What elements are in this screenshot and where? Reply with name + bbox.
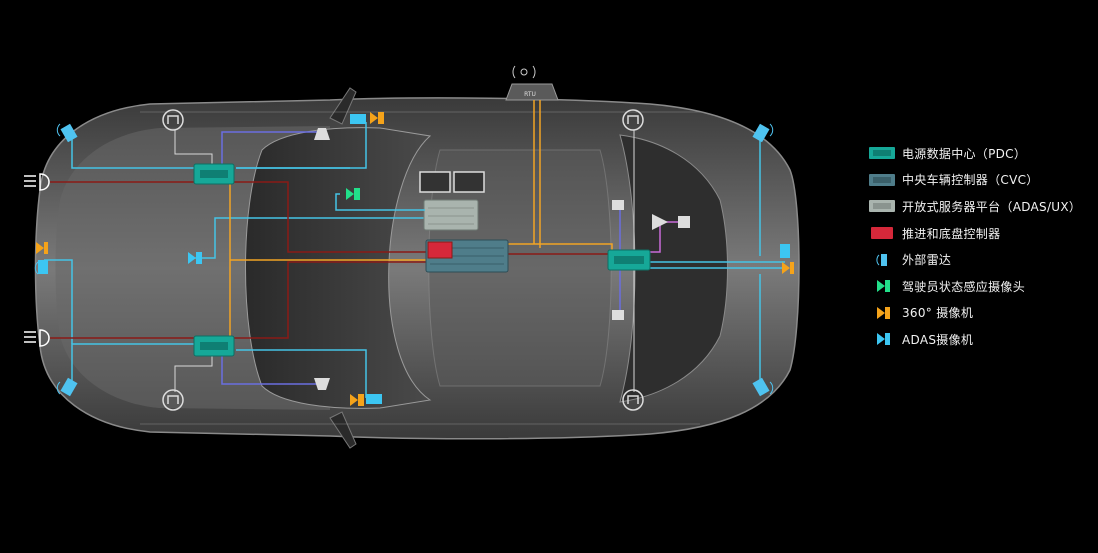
legend-label: 驾驶员状态感应摄像头 [902, 279, 1026, 294]
adas-camera-icon [862, 329, 902, 349]
power-wiring [50, 181, 612, 339]
camera-360-icon [862, 303, 902, 323]
speaker-icon [612, 200, 690, 320]
pdc-icon [862, 143, 902, 163]
speaker-icon [314, 128, 330, 140]
ethernet-wiring [44, 122, 785, 398]
legend-label: 360° 摄像机 [902, 306, 974, 321]
camera-360-icon [36, 112, 794, 406]
server-module [423, 199, 479, 231]
driver-camera-icon [346, 188, 360, 200]
headlight-icon [24, 329, 50, 347]
driver-camera-icon [862, 276, 902, 296]
headlight-icon [24, 173, 50, 191]
cvc-icon [862, 170, 902, 190]
display-icon [419, 171, 485, 193]
legend-item-propulsion: 推进和底盘控制器 [862, 220, 1094, 247]
legend-item-server: 开放式服务器平台（ADAS/UX） [862, 193, 1094, 220]
driver-camera-wire [335, 193, 425, 211]
legend-label: ADAS摄像机 [902, 332, 974, 347]
ultrasonic-sensor-icon [622, 389, 644, 411]
pdc-module [607, 249, 651, 271]
legend-item-cvc: 中央车辆控制器（CVC） [862, 167, 1094, 194]
speaker-icon [314, 378, 330, 390]
adas-camera-icon [188, 252, 202, 264]
ultrasonic-sensor-icon [622, 109, 644, 131]
legend-label: 推进和底盘控制器 [902, 226, 1001, 241]
legend: 电源数据中心（PDC） 中央车辆控制器（CVC） 开放式服务器平台（ADAS/U… [862, 140, 1094, 353]
propulsion-controller-icon [862, 223, 902, 243]
propulsion-controller-module [427, 241, 453, 259]
legend-label: 中央车辆控制器（CVC） [902, 173, 1039, 188]
adas-camera-icon [38, 114, 790, 404]
radar-icon [60, 123, 770, 397]
server-icon [862, 196, 902, 216]
legend-item-radar: 外部雷达 [862, 246, 1094, 273]
orange-wiring [229, 100, 613, 338]
radar-wave-icon [34, 123, 774, 395]
legend-label: 外部雷达 [902, 253, 952, 268]
radar-icon [862, 250, 902, 270]
pdc-module [193, 163, 235, 185]
rtu-module: RTU [505, 65, 559, 101]
legend-item-pdc: 电源数据中心（PDC） [862, 140, 1094, 167]
legend-item-driver-camera: 驾驶员状态感应摄像头 [862, 273, 1094, 300]
pdc-module [193, 335, 235, 357]
rtu-label: RTU [524, 91, 536, 98]
ultrasonic-sensor-icon [162, 389, 184, 411]
legend-label: 电源数据中心（PDC） [902, 146, 1027, 161]
legend-label: 开放式服务器平台（ADAS/UX） [902, 199, 1082, 214]
ultrasonic-sensor-icon [162, 109, 184, 131]
legend-item-adas-camera: ADAS摄像机 [862, 326, 1094, 353]
legend-item-360-camera: 360° 摄像机 [862, 300, 1094, 327]
